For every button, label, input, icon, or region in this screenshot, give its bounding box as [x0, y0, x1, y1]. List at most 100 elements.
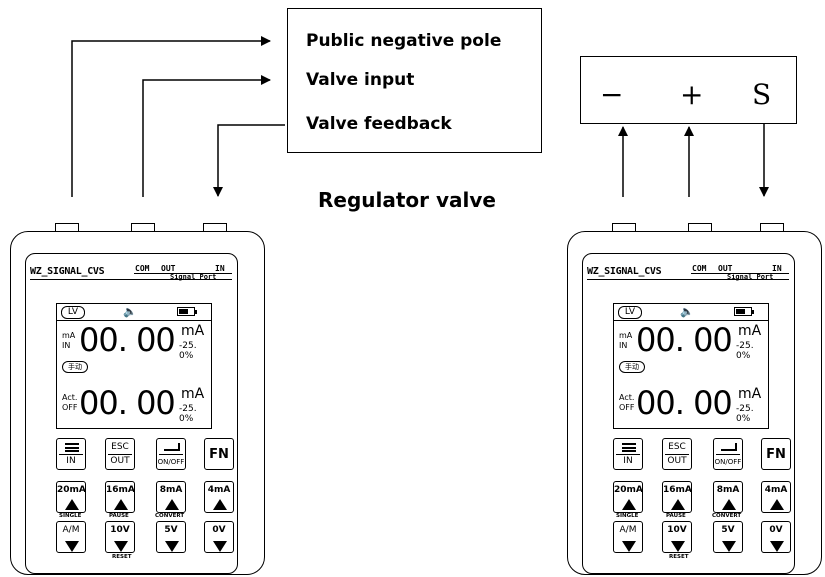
fn-key[interactable]: FN	[761, 438, 791, 470]
key-label: FN	[209, 447, 229, 462]
key-label: OUT	[667, 456, 687, 466]
esc-out-key[interactable]: ESC OUT	[662, 438, 692, 470]
label-valve-feedback: Valve feedback	[306, 114, 452, 134]
port-in	[203, 223, 227, 232]
key-sublabel: RESET	[112, 554, 132, 560]
device-front-panel: WZ_SIGNAL_CVS COM OUT IN Signal Port LV …	[582, 253, 795, 574]
key-0v-down[interactable]: 0V	[761, 521, 791, 553]
key-label: FN	[766, 447, 786, 462]
enter-on-off-key[interactable]: ON/OFF	[713, 438, 743, 470]
key-label: 8mA	[159, 485, 183, 495]
port-label-in: IN	[772, 264, 782, 273]
lcd-screen: LV 🔈 mA IN 00. 00 mA -25. 0% 手动 Act. OFF…	[613, 303, 769, 429]
up-arrow-icon	[165, 499, 179, 510]
key-8ma-up[interactable]: 8mA	[156, 481, 186, 513]
ch2-value: 00. 00	[636, 384, 733, 422]
key-sublabel: CONVERT	[155, 513, 185, 519]
battery-icon	[734, 307, 754, 316]
wire-valve-feedback	[213, 124, 285, 197]
key-label: 4mA	[207, 485, 231, 495]
esc-out-key[interactable]: ESC OUT	[105, 438, 135, 470]
menu-icon	[65, 443, 79, 452]
ch1-percent: -25. 0%	[179, 341, 197, 361]
terminal-positive: +	[680, 78, 704, 111]
key-label: IN	[66, 456, 76, 466]
header-underline	[30, 279, 232, 280]
down-arrow-icon	[165, 541, 179, 552]
key-sublabel: SINGLE	[616, 513, 639, 519]
port-label-com: COM	[135, 264, 150, 273]
ch2-unit-label: Act.	[619, 393, 635, 402]
ch1-unit-label: mA	[62, 331, 76, 340]
key-16ma-up[interactable]: 16mA	[662, 481, 692, 513]
port-label-rule	[134, 273, 232, 274]
key-label: A/M	[62, 525, 80, 535]
ch1-unit-label: mA	[619, 331, 633, 340]
signal-port-label: Signal Port	[727, 273, 774, 281]
ch2-mode-label: OFF	[62, 403, 78, 412]
key-am-down[interactable]: A/M	[613, 521, 643, 553]
manual-mode-badge: 手动	[619, 361, 645, 373]
ch2-unit: mA	[181, 386, 205, 402]
enter-icon	[164, 443, 180, 451]
menu-in-key[interactable]: IN	[613, 438, 643, 470]
ch1-unit: mA	[738, 323, 762, 339]
wire-negative-pole	[71, 36, 271, 197]
key-label: 4mA	[764, 485, 788, 495]
key-5v-down[interactable]: 5V	[713, 521, 743, 553]
key-4ma-up[interactable]: 4mA	[204, 481, 234, 513]
key-label: 5V	[721, 525, 735, 535]
screen-divider	[57, 320, 211, 321]
key-10v-down[interactable]: 10V	[105, 521, 135, 553]
port-com	[612, 223, 636, 232]
key-8ma-up[interactable]: 8mA	[713, 481, 743, 513]
screen-divider	[614, 320, 768, 321]
key-label: 20mA	[57, 485, 86, 495]
ch1-unit: mA	[181, 323, 205, 339]
device-body: WZ_SIGNAL_CVS COM OUT IN Signal Port LV …	[567, 231, 822, 575]
key-sublabel: CONVERT	[712, 513, 742, 519]
key-label: A/M	[619, 525, 637, 535]
key-20ma-up[interactable]: 20mA	[56, 481, 86, 513]
key-label: ESC	[111, 442, 129, 452]
down-arrow-icon	[671, 541, 685, 552]
enter-on-off-key[interactable]: ON/OFF	[156, 438, 186, 470]
header-underline	[587, 279, 789, 280]
key-16ma-up[interactable]: 16mA	[105, 481, 135, 513]
fn-key[interactable]: FN	[204, 438, 234, 470]
key-am-down[interactable]: A/M	[56, 521, 86, 553]
device-body: WZ_SIGNAL_CVS COM OUT IN Signal Port LV …	[10, 231, 265, 575]
up-arrow-icon	[65, 499, 79, 510]
key-0v-down[interactable]: 0V	[204, 521, 234, 553]
ch2-percent: -25. 0%	[179, 404, 197, 424]
port-label-rule	[691, 273, 789, 274]
signal-port-label: Signal Port	[170, 273, 217, 281]
ch2-percent: -25. 0%	[736, 404, 754, 424]
device-brand: WZ_SIGNAL_CVS	[30, 266, 105, 277]
port-label-com: COM	[692, 264, 707, 273]
ch1-percent: -25. 0%	[736, 341, 754, 361]
ch1-mode-label: IN	[62, 341, 71, 350]
key-label: ON/OFF	[714, 458, 742, 466]
ch2-unit-label: Act.	[62, 393, 78, 402]
key-4ma-up[interactable]: 4mA	[761, 481, 791, 513]
up-arrow-icon	[770, 499, 784, 510]
key-label: ESC	[668, 442, 686, 452]
menu-in-key[interactable]: IN	[56, 438, 86, 470]
ch2-value: 00. 00	[79, 384, 176, 422]
key-label: 10V	[110, 525, 130, 535]
key-10v-down[interactable]: 10V	[662, 521, 692, 553]
down-arrow-icon	[114, 541, 128, 552]
key-5v-down[interactable]: 5V	[156, 521, 186, 553]
terminal-block	[580, 56, 797, 124]
key-label: 16mA	[663, 485, 692, 495]
key-20ma-up[interactable]: 20mA	[613, 481, 643, 513]
up-arrow-icon	[671, 499, 685, 510]
label-public-negative-pole: Public negative pole	[306, 31, 502, 51]
key-label: OUT	[110, 456, 130, 466]
speaker-icon: 🔈	[123, 306, 137, 318]
lv-mode-badge: LV	[61, 306, 85, 319]
port-label-out: OUT	[718, 264, 733, 273]
up-arrow-icon	[722, 499, 736, 510]
key-label: 20mA	[614, 485, 643, 495]
